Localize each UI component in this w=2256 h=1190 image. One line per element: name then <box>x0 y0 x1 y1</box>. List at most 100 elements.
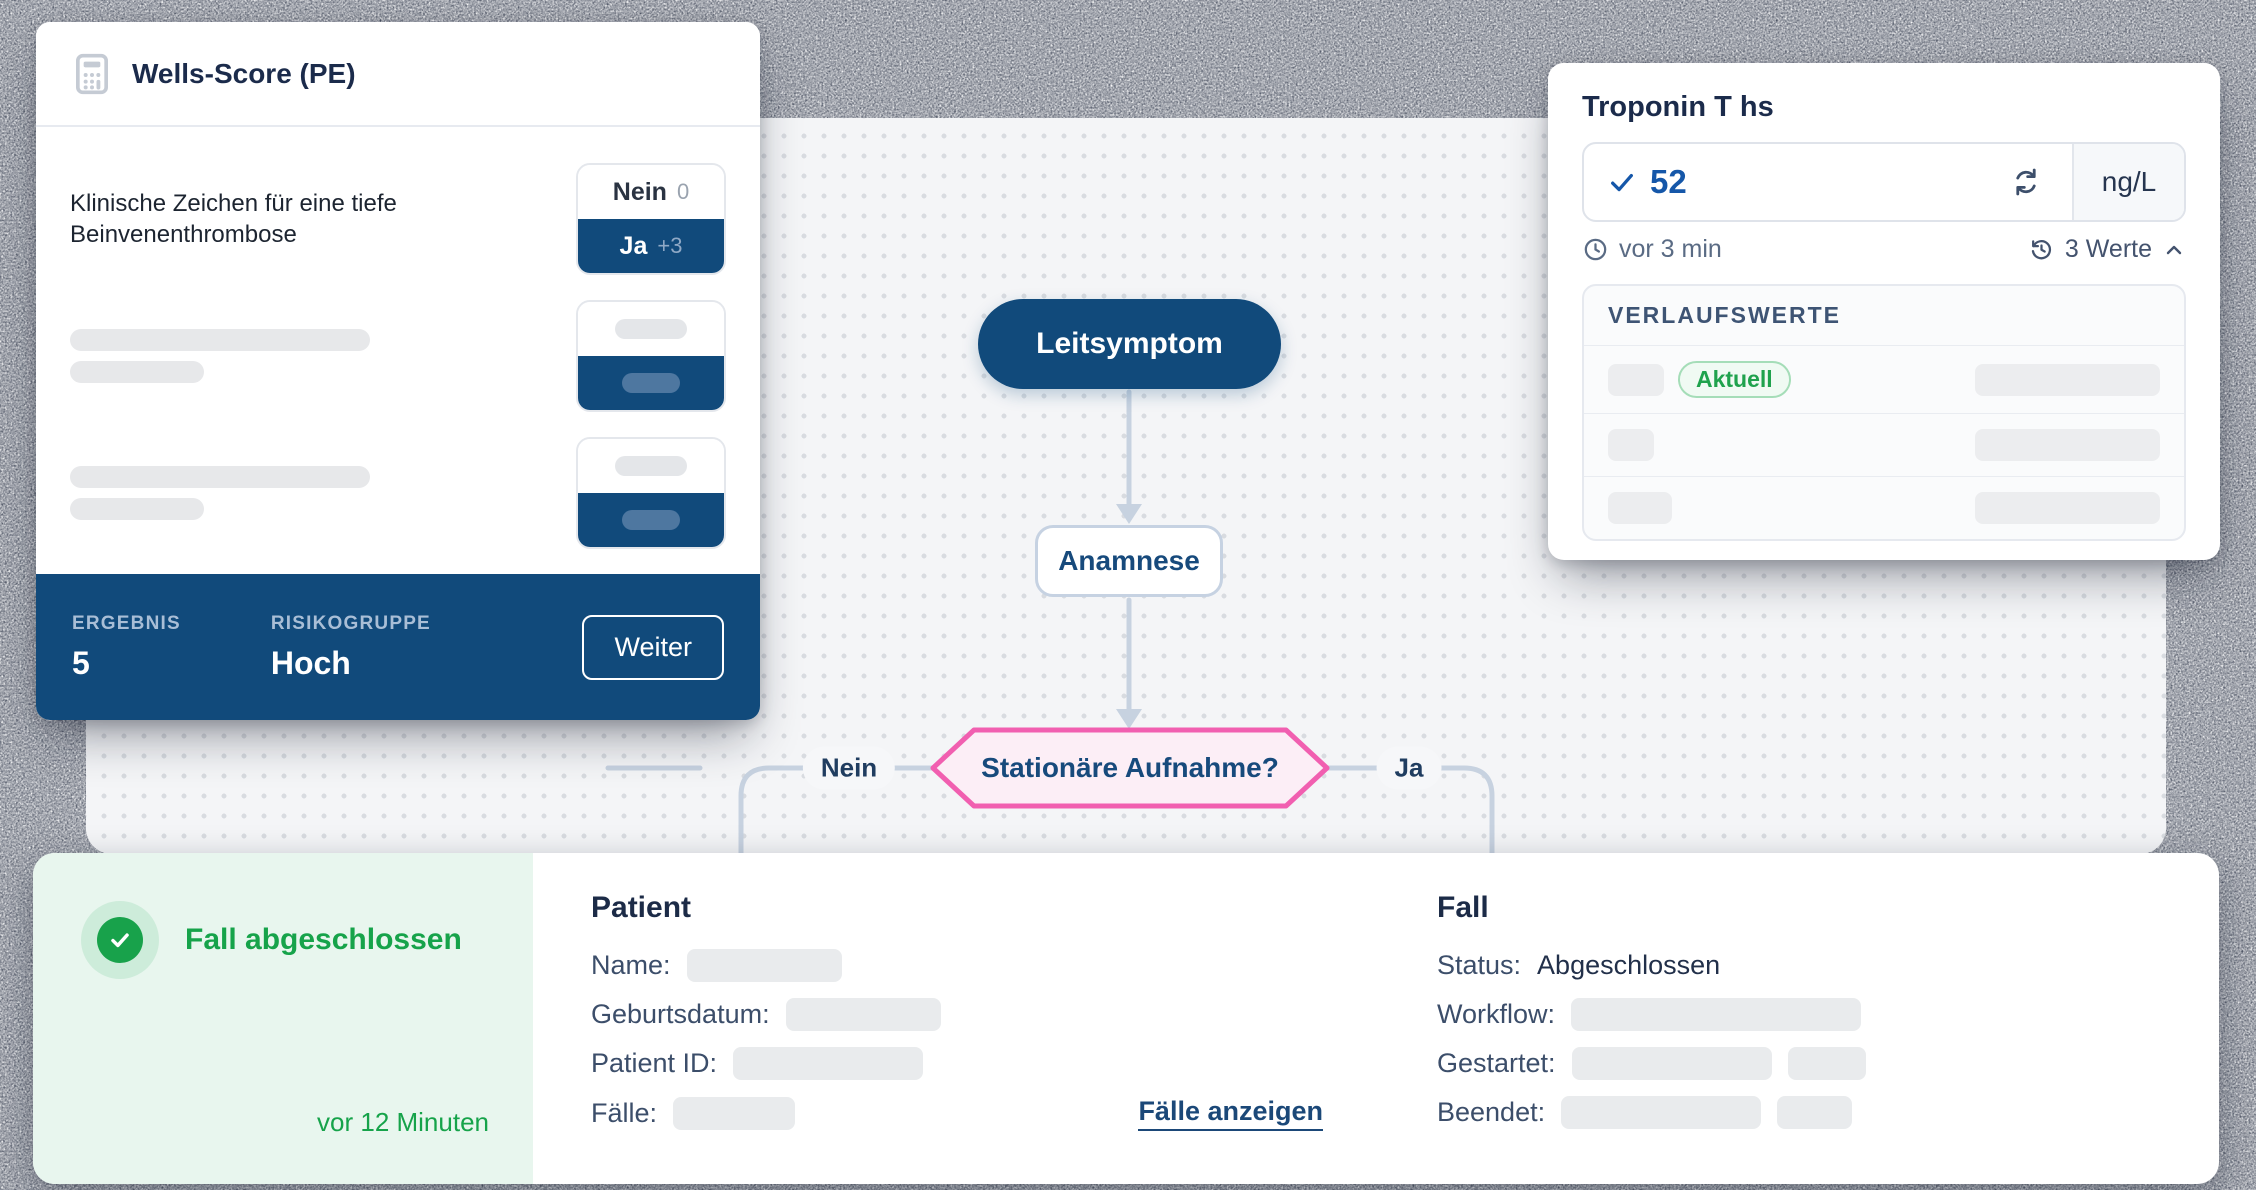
answer-yes-label: Ja <box>619 231 648 260</box>
flow-node-leitsymptom[interactable]: Leitsymptom <box>978 299 1281 389</box>
unit-segment: ng/L <box>2072 144 2184 220</box>
troponin-value: 52 <box>1650 163 1687 200</box>
placeholder-pill <box>615 456 687 476</box>
history-row <box>1584 413 2184 476</box>
flow-node-decision[interactable]: Stationäre Aufnahme? <box>932 729 1328 807</box>
cases-value-placeholder <box>673 1097 796 1130</box>
case-workflow-row: Workflow: <box>1437 998 2177 1031</box>
started-date-placeholder <box>1571 1047 1772 1080</box>
troponin-title: Troponin T hs <box>1582 91 1774 123</box>
started-time-placeholder <box>1787 1047 1866 1080</box>
case-section: Fall Status: Abgeschlossen Workflow: Ges… <box>1437 891 2177 1129</box>
question-placeholder <box>70 329 490 383</box>
patient-birthdate-row: Geburtsdatum: <box>591 998 1323 1031</box>
wells-card-header: Wells-Score (PE) <box>36 22 760 127</box>
result-label: ERGEBNIS <box>72 612 181 634</box>
placeholder-pill <box>1608 363 1664 396</box>
troponin-meta-row: vor 3 min 3 Werte <box>1582 235 2186 264</box>
troponin-value-field[interactable]: 52 ng/L <box>1582 142 2186 222</box>
patient-id-row: Patient ID: <box>591 1047 1323 1080</box>
clock-icon <box>1584 238 1607 261</box>
result-group: ERGEBNIS 5 <box>72 613 181 682</box>
completion-timestamp: vor 12 Minuten <box>317 1107 489 1137</box>
answer-yes-score: +3 <box>657 233 683 258</box>
wells-question-row <box>70 437 726 549</box>
troponin-value-wrap: 52 <box>1584 144 1980 220</box>
refresh-button[interactable] <box>1980 144 2072 220</box>
flow-node-decision-label: Stationäre Aufnahme? <box>981 752 1279 783</box>
case-section-title: Fall <box>1437 891 1489 924</box>
placeholder-bar <box>70 498 204 520</box>
answer-no-button[interactable]: Nein 0 <box>578 165 724 219</box>
name-label: Name: <box>591 950 671 980</box>
placeholder-bar <box>70 329 370 351</box>
history-icon <box>2031 240 2051 260</box>
workflow-label: Workflow: <box>1437 999 1556 1029</box>
history-panel: VERLAUFSWERTE Aktuell <box>1582 284 2186 541</box>
birthdate-label: Geburtsdatum: <box>591 999 770 1029</box>
calculator-icon <box>76 53 108 94</box>
answer-no-button[interactable] <box>578 439 724 493</box>
ended-label: Beendet: <box>1437 1097 1546 1127</box>
check-circle-halo <box>81 901 159 979</box>
patient-id-value-placeholder <box>733 1047 924 1080</box>
answer-yes-button[interactable] <box>578 493 724 547</box>
case-status-row: Status: Abgeschlossen <box>1437 949 2177 982</box>
status-value: Abgeschlossen <box>1537 950 1721 980</box>
wells-card-title: Wells-Score (PE) <box>132 57 356 89</box>
wells-score-card: Wells-Score (PE) Klinische Zeichen für e… <box>36 22 760 720</box>
risk-group: RISIKOGRUPPE Hoch <box>271 613 431 682</box>
name-value-placeholder <box>686 949 842 982</box>
history-row-current: Aktuell <box>1584 345 2184 413</box>
cases-link[interactable]: Fälle anzeigen <box>1138 1096 1323 1131</box>
check-circle-icon <box>97 917 143 963</box>
question-placeholder <box>70 466 490 520</box>
wells-question-row: Klinische Zeichen für eine tiefe Beinven… <box>70 163 726 275</box>
placeholder-pill <box>1608 429 1654 461</box>
started-label: Gestartet: <box>1437 1048 1556 1078</box>
answer-yes-button[interactable]: Ja +3 <box>578 219 724 273</box>
answer-no-button[interactable] <box>578 302 724 356</box>
wells-answer-toggle <box>576 437 726 549</box>
flow-node-anamnese-label: Anamnese <box>1058 545 1200 576</box>
patient-name-row: Name: <box>591 949 1323 982</box>
flow-node-anamnese[interactable]: Anamnese <box>1035 525 1223 597</box>
placeholder-bar <box>70 361 204 383</box>
history-toggle[interactable]: 3 Werte <box>2028 235 2186 264</box>
branch-label-ja: Ja <box>1376 746 1442 790</box>
risk-label: RISIKOGRUPPE <box>270 612 431 634</box>
history-panel-title: VERLAUFSWERTE <box>1608 302 1841 328</box>
refresh-icon <box>2016 168 2036 196</box>
placeholder-bar <box>70 466 370 488</box>
answer-no-label: Nein <box>612 177 667 206</box>
wells-answer-toggle: Nein 0 Ja +3 <box>576 163 726 275</box>
cases-label: Fälle: <box>591 1098 658 1128</box>
history-count: 3 Werte <box>2064 235 2152 263</box>
status-label: Status: <box>1437 950 1522 980</box>
history-row <box>1584 476 2184 539</box>
branch-label-nein: Nein <box>802 746 896 790</box>
completion-title: Fall abgeschlossen <box>185 923 462 956</box>
placeholder-bar <box>1975 429 2160 461</box>
updated-info: vor 3 min <box>1582 235 1722 264</box>
patient-cases-row: Fälle: Fälle anzeigen <box>591 1096 1323 1131</box>
placeholder-pill <box>622 373 680 393</box>
birthdate-value-placeholder <box>785 998 941 1031</box>
case-ended-row: Beendet: <box>1437 1096 2177 1129</box>
answer-no-score: 0 <box>676 179 690 204</box>
ended-time-placeholder <box>1777 1096 1853 1129</box>
wells-card-footer: ERGEBNIS 5 RISIKOGRUPPE Hoch Weiter <box>36 574 760 720</box>
wells-question-text: Klinische Zeichen für eine tiefe Beinven… <box>70 190 397 248</box>
patient-section: Patient Name: Geburtsdatum: Patient ID: … <box>591 891 1323 1131</box>
wells-question-row <box>70 300 726 412</box>
ended-date-placeholder <box>1561 1096 1762 1129</box>
workflow-value-placeholder <box>1571 998 1862 1031</box>
troponin-card: Troponin T hs 52 ng/L <box>1548 63 2220 560</box>
weiter-button[interactable]: Weiter <box>582 614 724 680</box>
current-badge: Aktuell <box>1678 361 1791 398</box>
placeholder-pill <box>622 510 680 530</box>
answer-yes-button[interactable] <box>578 356 724 410</box>
wells-answer-toggle <box>576 300 726 412</box>
patient-id-label: Patient ID: <box>591 1048 718 1078</box>
